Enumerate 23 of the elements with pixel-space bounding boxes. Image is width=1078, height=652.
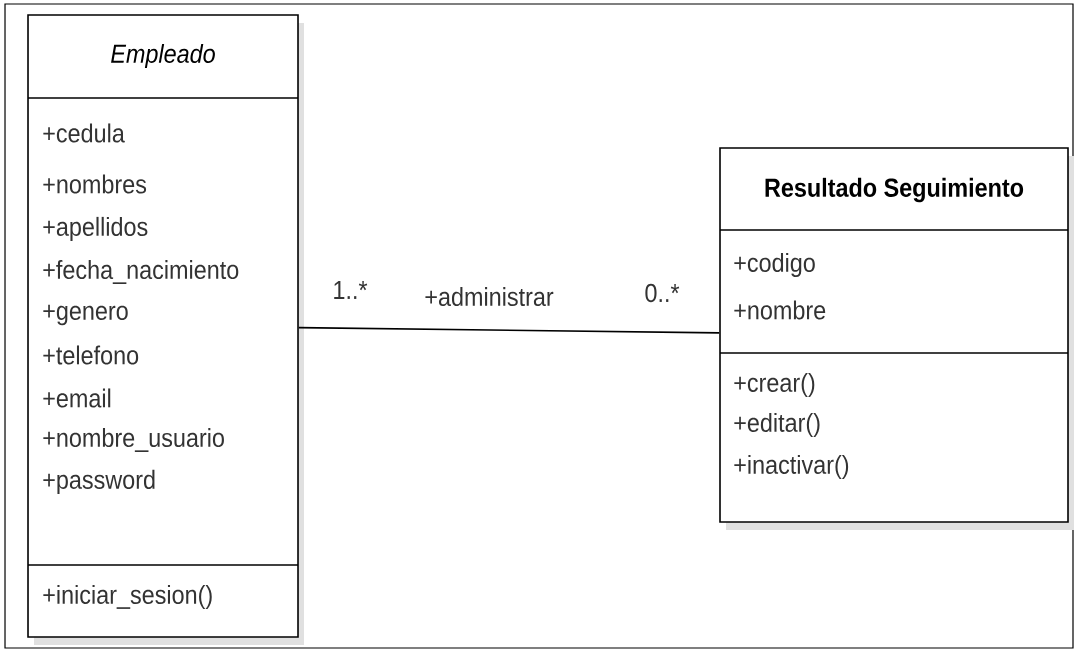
member-text: +fecha_nacimiento xyxy=(43,260,239,284)
class-box xyxy=(27,14,304,645)
edge-label: +administrar xyxy=(425,286,554,307)
member-text: +genero xyxy=(43,304,128,326)
member-text: +editar() xyxy=(734,412,820,438)
multiplicity-label: 1..* xyxy=(334,281,368,299)
member-text: +telefono xyxy=(43,345,139,365)
class-name: Resultado Seguimiento xyxy=(765,177,1024,203)
association-line xyxy=(298,326,720,334)
member-text: +nombre xyxy=(734,300,826,320)
member-text: +inactivar() xyxy=(734,454,849,480)
multiplicity-label: 0..* xyxy=(645,283,680,303)
member-text: +cedula xyxy=(43,123,125,143)
member-text: +crear() xyxy=(734,372,815,398)
member-text: +iniciar_sesion() xyxy=(43,584,212,610)
member-text: +email xyxy=(43,388,111,408)
member-text: +apellidos xyxy=(43,216,148,242)
member-text: +password xyxy=(43,469,155,495)
class-name: Empleado xyxy=(111,43,215,69)
class-box xyxy=(719,147,1074,530)
member-text: +codigo xyxy=(734,252,815,278)
member-text: +nombres xyxy=(43,174,147,194)
member-text: +nombre_usuario xyxy=(43,428,224,452)
